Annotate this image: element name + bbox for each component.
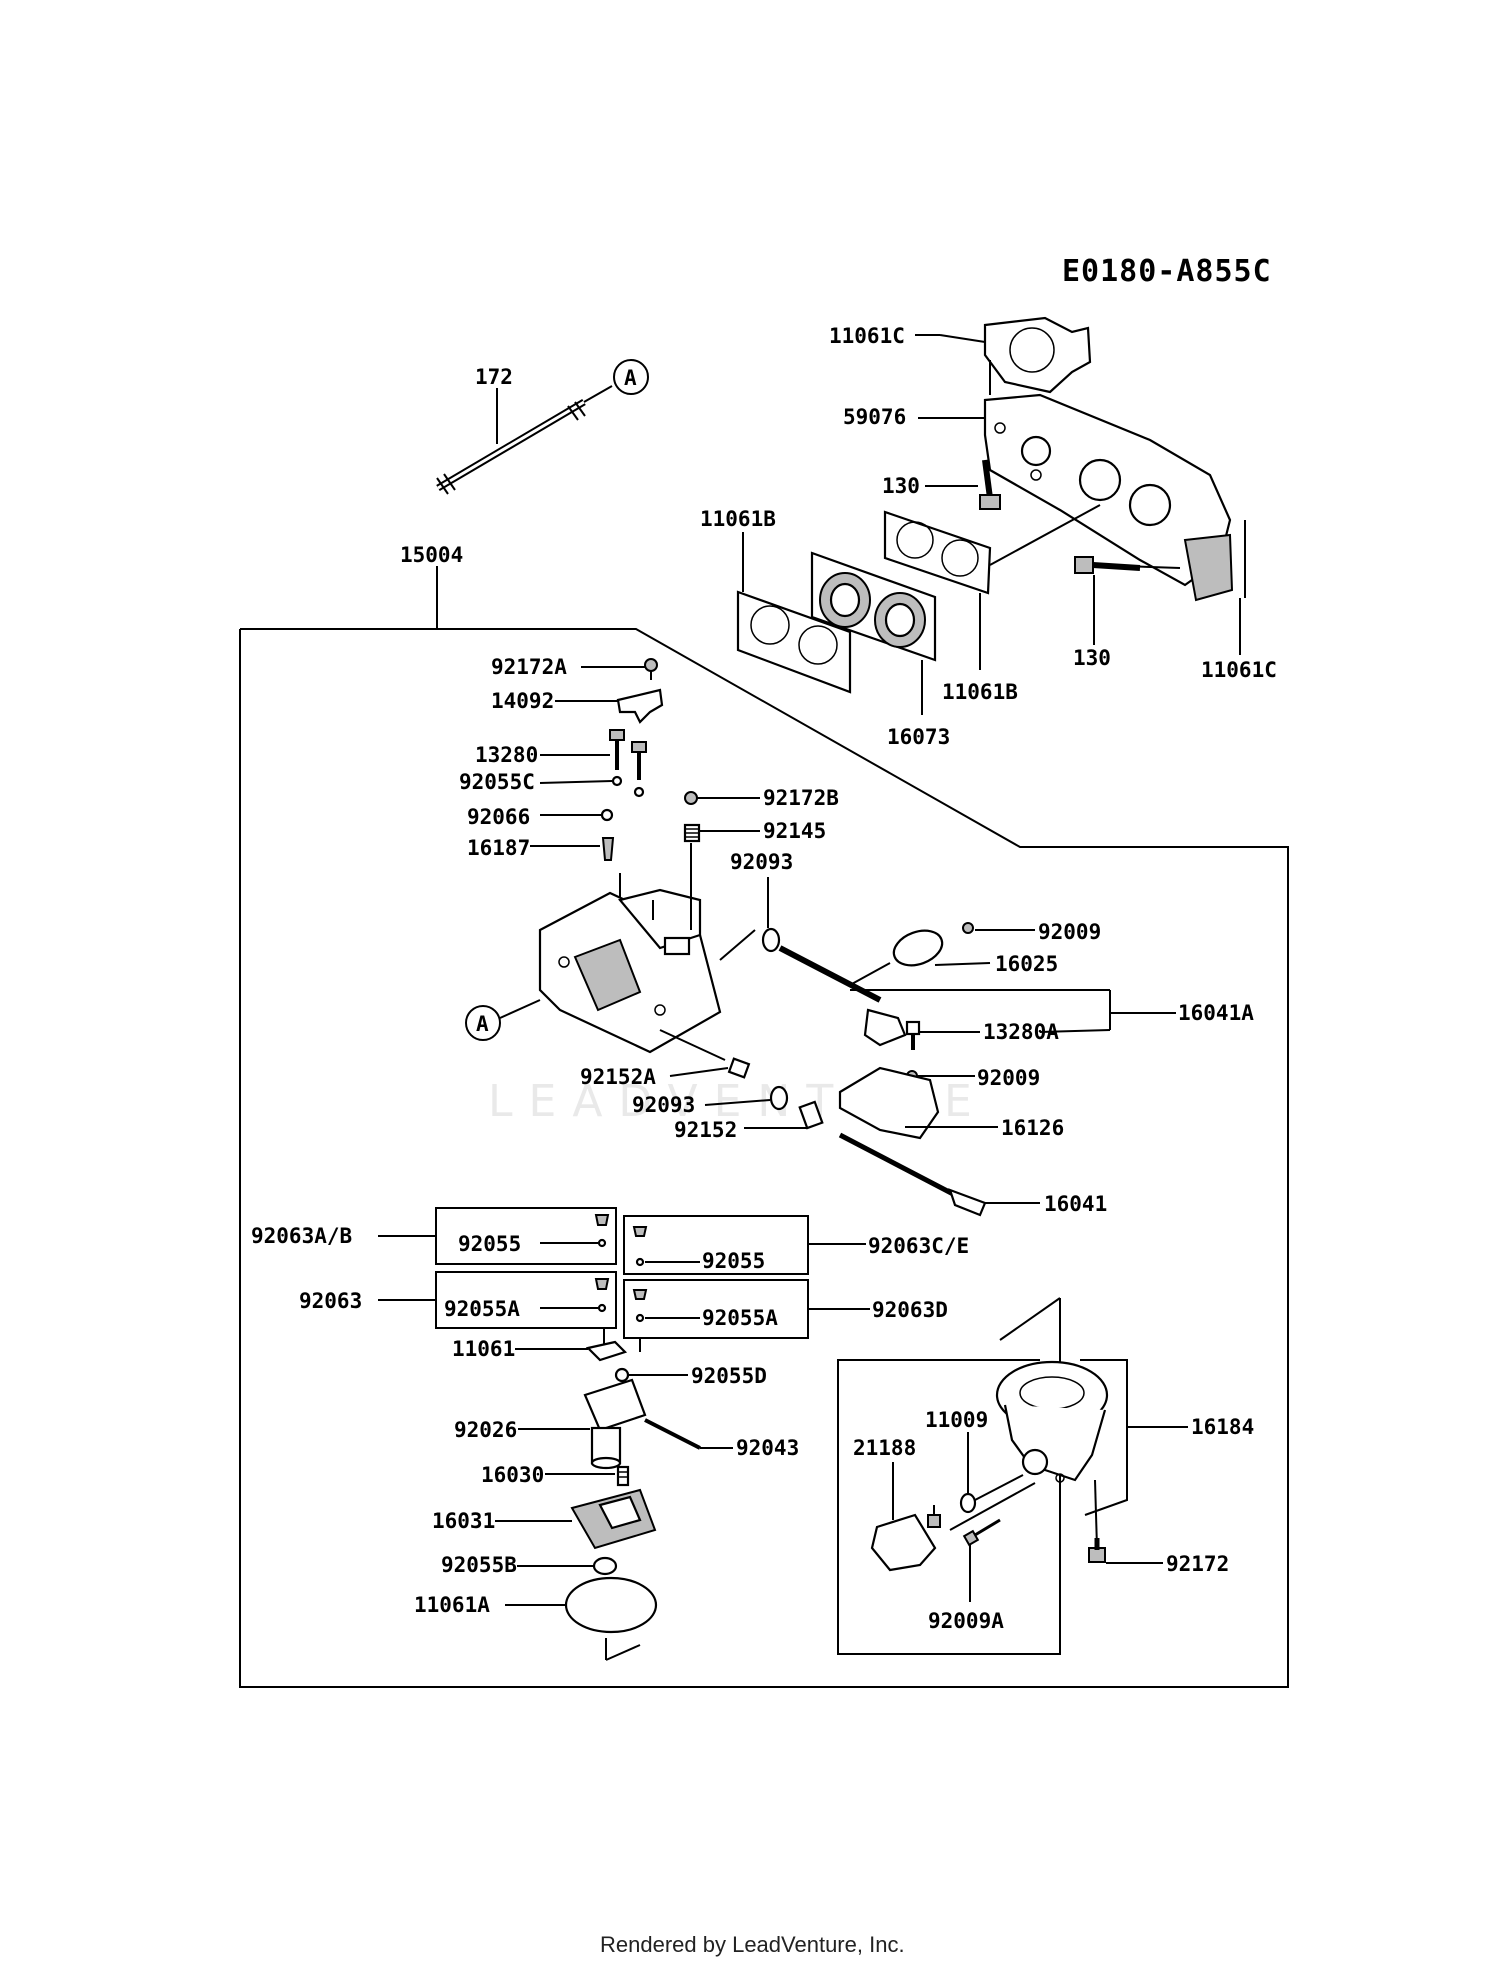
label-92055-box1: 92055 [458, 1232, 521, 1256]
screw-92172a [644, 658, 658, 672]
part-92066 [600, 808, 614, 822]
carburetor-assembly-frame [239, 628, 1289, 1688]
washer-11009 [959, 1492, 977, 1514]
label-92063ce: 92063C/E [868, 1234, 969, 1258]
label-16126: 16126 [1001, 1116, 1064, 1140]
label-59076: 59076 [843, 405, 906, 429]
carburetor-body [538, 843, 722, 1054]
stud-172 [436, 398, 586, 495]
label-11061c-right: 11061C [1201, 658, 1277, 682]
gasket-11061c-top [983, 316, 1092, 394]
label-15004: 15004 [400, 543, 463, 567]
screw-92009-upper [962, 922, 974, 934]
label-11061b-mid: 11061B [942, 680, 1018, 704]
label-92063d: 92063D [872, 1298, 948, 1322]
screw-13280 [609, 729, 647, 780]
label-11061: 11061 [452, 1337, 515, 1361]
label-92172b: 92172B [763, 786, 839, 810]
fuel-bowl-16184 [995, 1360, 1109, 1483]
gasket-11061b-mid [883, 510, 992, 595]
washer-92093-lower [769, 1085, 789, 1111]
label-92172a: 92172A [491, 655, 567, 679]
label-92055c: 92055C [459, 770, 535, 794]
label-92043: 92043 [736, 1436, 799, 1460]
footer-credit: Rendered by LeadVenture, Inc. [600, 1932, 905, 1957]
label-130-b: 130 [1073, 646, 1111, 670]
spring-92145 [683, 823, 701, 843]
label-92145: 92145 [763, 819, 826, 843]
label-92172: 92172 [1166, 1552, 1229, 1576]
label-16041a: 16041A [1178, 1001, 1254, 1025]
bracket-14092 [616, 688, 664, 724]
oring-92055d [614, 1367, 630, 1383]
float-16031 [570, 1488, 657, 1550]
diagram-code: E0180-A855C [1062, 254, 1272, 289]
label-21188: 21188 [853, 1436, 916, 1460]
label-92055b: 92055B [441, 1553, 517, 1577]
pin-92043 [644, 1418, 701, 1450]
label-16025: 16025 [995, 952, 1058, 976]
callout-a-lower-letter: A [476, 1012, 489, 1036]
label-130-a: 130 [882, 474, 920, 498]
plate-16126 [838, 1066, 940, 1140]
label-92055d: 92055D [691, 1364, 767, 1388]
bolt-130-upper [979, 459, 1001, 510]
label-92055a-box3: 92055A [444, 1297, 520, 1321]
screw-92172 [1088, 1479, 1106, 1563]
oring-92055c [611, 775, 623, 787]
label-92009a: 92009A [928, 1609, 1004, 1633]
label-11061c-top: 11061C [829, 324, 905, 348]
fuel-bowl-assembly-frame [837, 1359, 1061, 1655]
part-92152 [798, 1100, 824, 1130]
part-92152a [727, 1057, 751, 1079]
label-14092: 14092 [491, 689, 554, 713]
label-16187: 16187 [467, 836, 530, 860]
label-92063ab: 92063A/B [251, 1224, 352, 1248]
label-92055a-box4: 92055A [702, 1306, 778, 1330]
label-92055-box2: 92055 [702, 1249, 765, 1273]
callout-a-top [613, 359, 649, 395]
label-13280: 13280 [475, 743, 538, 767]
label-92009-a: 92009 [1038, 920, 1101, 944]
screw-92009a [962, 1518, 1001, 1547]
callout-a-lower [465, 1005, 501, 1041]
label-92152: 92152 [674, 1118, 737, 1142]
screw-92172b [684, 791, 706, 805]
valve-plate-16025 [892, 929, 944, 967]
label-92009-b: 92009 [977, 1066, 1040, 1090]
screw-13280a [905, 1020, 921, 1050]
oring-92055b [592, 1556, 618, 1576]
label-92093-b: 92093 [632, 1093, 695, 1117]
callout-a-top-letter: A [624, 366, 637, 390]
label-16184: 16184 [1191, 1415, 1254, 1439]
label-16031: 16031 [432, 1509, 495, 1533]
label-16041: 16041 [1044, 1192, 1107, 1216]
label-172: 172 [475, 365, 513, 389]
label-92093-a: 92093 [730, 850, 793, 874]
screw-16187 [601, 837, 615, 861]
nozzle-92026 [583, 1378, 647, 1470]
gasket-11061 [585, 1340, 628, 1362]
throttle-shaft-16041a [778, 945, 907, 1047]
solenoid-21188 [870, 1505, 941, 1572]
valve-16030 [616, 1465, 630, 1487]
shaft-16041 [838, 1132, 987, 1217]
label-16073: 16073 [887, 725, 950, 749]
label-92063: 92063 [299, 1289, 362, 1313]
gasket-11061b-left [736, 590, 852, 694]
label-92026: 92026 [454, 1418, 517, 1442]
label-11009: 11009 [925, 1408, 988, 1432]
label-92152a: 92152A [580, 1065, 656, 1089]
label-92066: 92066 [467, 805, 530, 829]
label-11061b-left: 11061B [700, 507, 776, 531]
washer-92093-upper [761, 927, 781, 953]
label-16030: 16030 [481, 1463, 544, 1487]
label-11061a: 11061A [414, 1593, 490, 1617]
oring-11061a [564, 1576, 658, 1634]
